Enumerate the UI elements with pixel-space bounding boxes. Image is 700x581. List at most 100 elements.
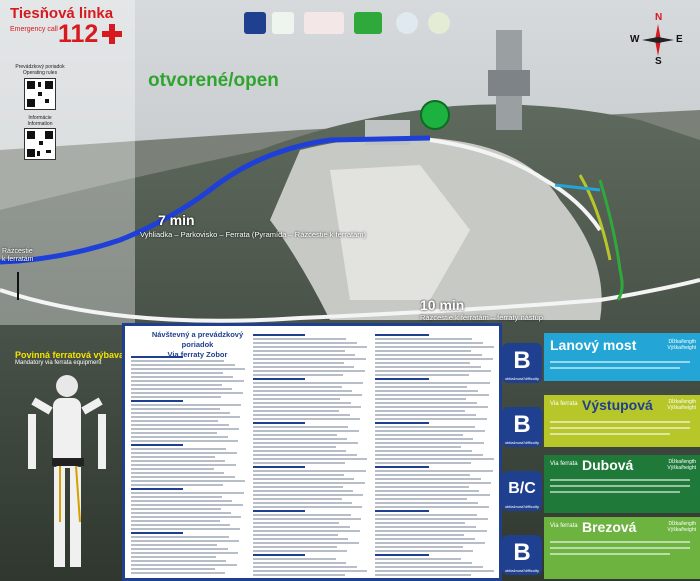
rules-text-line <box>131 488 183 490</box>
route-white-line-lower <box>0 278 700 323</box>
rules-text-line <box>131 544 218 546</box>
rules-text-line <box>131 460 226 462</box>
tourism-logo <box>354 12 382 34</box>
rules-text-line <box>253 346 367 348</box>
rules-text-line <box>253 406 362 408</box>
rules-text-line <box>131 412 230 414</box>
equipment-subtitle: Mandatory via ferrata equipment <box>15 360 102 366</box>
route-time-2: 10 min <box>420 297 465 313</box>
compass-icon: N S W E <box>630 12 683 67</box>
rules-text-line <box>253 486 343 488</box>
qr-label-info: Informácie Information <box>10 115 70 127</box>
ferrata-green-line <box>598 179 624 301</box>
rules-text-line <box>253 490 354 492</box>
ferrata-band <box>544 455 700 513</box>
ferrata-prefix: Via ferrata <box>550 461 578 467</box>
qr-rules-sublabel: Operating rules <box>22 70 58 76</box>
rules-text-line <box>375 378 429 380</box>
rules-text-line <box>253 430 359 432</box>
rules-text-line <box>375 442 485 444</box>
rules-column-3 <box>375 334 495 578</box>
rules-text-line <box>131 532 183 534</box>
rules-text-line <box>375 470 493 472</box>
rules-text-line <box>375 398 467 400</box>
rules-text-line <box>253 410 340 412</box>
rules-text-line <box>131 572 226 574</box>
rules-text-line <box>375 426 475 428</box>
climber-figure-icon <box>28 375 106 567</box>
rules-text-line <box>131 524 230 526</box>
rules-text-line <box>253 390 352 392</box>
rules-text-line <box>253 426 349 428</box>
rules-text-line <box>253 518 362 520</box>
rules-text-line <box>375 346 494 348</box>
rules-text-line <box>131 392 243 394</box>
rules-text-line <box>375 550 474 552</box>
rules-panel: Návštevný a prevádzkový poriadok Via fer… <box>122 323 502 581</box>
rules-text-line <box>253 570 367 572</box>
rules-text-line <box>131 436 228 438</box>
rules-text-line <box>253 470 366 472</box>
rules-text-line <box>253 574 345 576</box>
rules-text-line <box>253 510 305 512</box>
rules-text-line <box>375 522 465 524</box>
rules-text-line <box>131 468 214 470</box>
grape-logo <box>428 12 450 34</box>
rules-text-line <box>253 454 357 456</box>
ferrata-band <box>544 333 700 381</box>
emergency-number: 112 <box>58 20 99 48</box>
rules-text-line <box>131 500 233 502</box>
rules-text-line <box>253 530 360 532</box>
rules-column-1 <box>131 356 246 578</box>
rules-text-line <box>253 394 363 396</box>
rules-text-line <box>253 378 305 380</box>
rules-text-line <box>253 414 350 416</box>
rules-text-line <box>253 354 356 356</box>
qr-pattern-icon <box>27 81 53 107</box>
rules-text-line <box>131 416 241 418</box>
rules-text-line <box>375 454 483 456</box>
rules-text-line <box>131 396 221 398</box>
rules-text-line <box>253 466 305 468</box>
qr-code-rules[interactable] <box>24 78 56 110</box>
rules-text-line <box>131 508 221 510</box>
status-open-label: otvorené/open <box>148 70 279 91</box>
rules-text-line <box>253 442 358 444</box>
tv-tower-cabin <box>488 70 530 96</box>
rope-bridge-line <box>554 183 601 192</box>
rules-text-line <box>375 514 477 516</box>
rules-text-line <box>375 498 468 500</box>
rules-text-line <box>131 480 245 482</box>
rules-title-line2: Via ferraty Zobor <box>167 350 228 359</box>
rules-text-line <box>253 522 340 524</box>
rules-text-line <box>253 366 355 368</box>
rules-text-line <box>131 472 225 474</box>
qr-label-rules: Prevádzkový poriadok Operating rules <box>10 64 70 76</box>
rules-text-line <box>375 446 462 448</box>
rules-text-line <box>375 554 429 556</box>
region-logo <box>272 12 294 34</box>
rules-text-line <box>253 422 305 424</box>
map-pin-icon <box>420 100 450 130</box>
rules-text-line <box>131 432 218 434</box>
rules-text-line <box>131 548 228 550</box>
rules-text-line <box>253 358 366 360</box>
compass-n-label: N <box>655 12 663 23</box>
rules-text-line <box>131 372 223 374</box>
rules-text-line <box>131 476 235 478</box>
red-cross-icon <box>102 24 122 44</box>
qr-code-info[interactable] <box>24 128 56 160</box>
rules-text-line <box>253 542 359 544</box>
rules-text-line <box>375 354 482 356</box>
rules-text-line <box>375 342 483 344</box>
rules-text-line <box>375 350 471 352</box>
